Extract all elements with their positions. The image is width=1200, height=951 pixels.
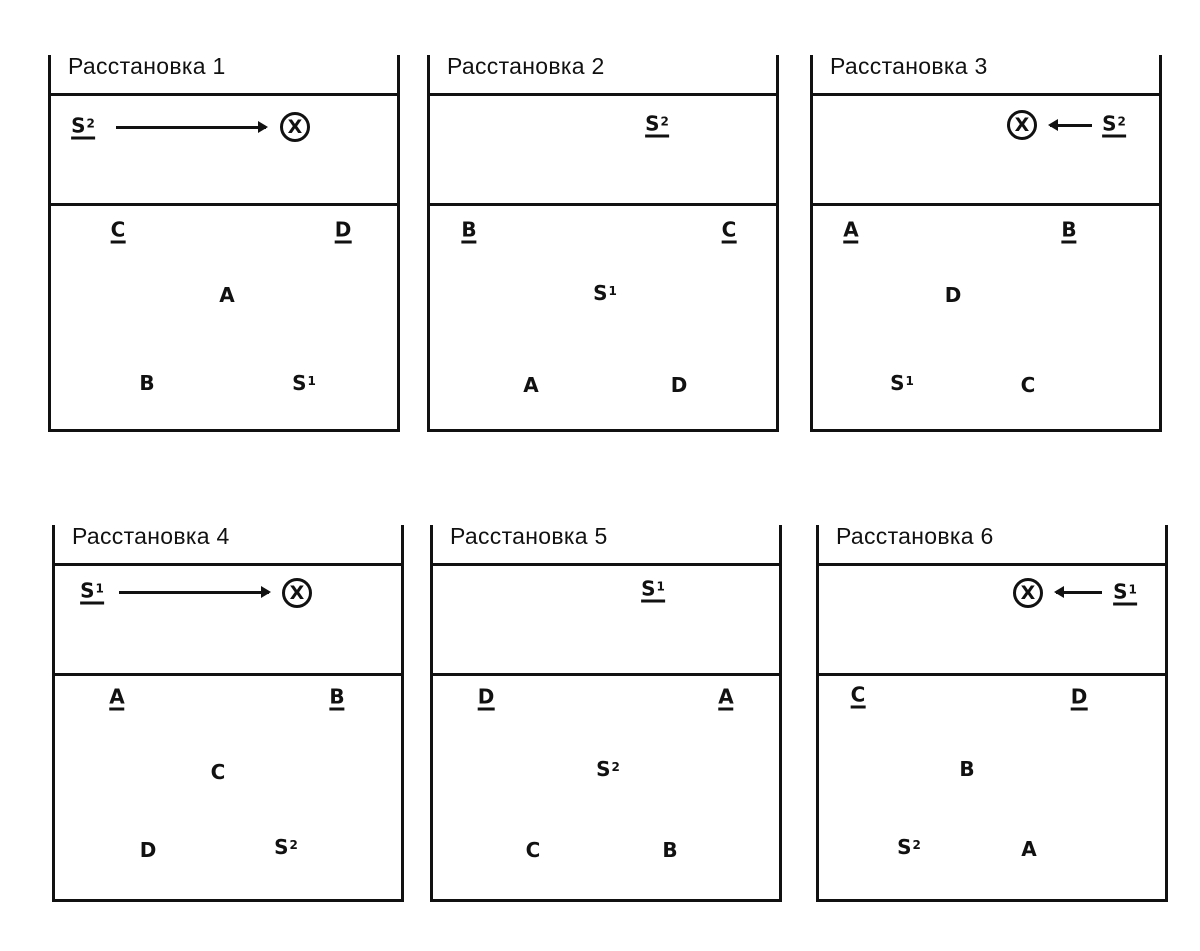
net-line	[810, 93, 1162, 96]
target-x-icon: X	[280, 112, 310, 142]
player-marker: C	[721, 217, 737, 244]
diagram-4: Расстановка 4 S1 X A B C D S2	[52, 523, 404, 905]
player-marker: D	[139, 838, 157, 862]
player-marker: A	[219, 283, 235, 307]
net-line	[816, 563, 1168, 566]
player-marker: D	[334, 217, 352, 244]
diagram-title: Расстановка 5	[450, 523, 608, 549]
player-marker: B	[461, 217, 477, 244]
court-left-line	[430, 525, 433, 901]
court-right-line	[1159, 55, 1162, 431]
diagram-6: Расстановка 6 X S1 C D B S2 A	[816, 523, 1168, 905]
player-marker: C	[210, 760, 226, 784]
diagram-title: Расстановка 3	[830, 53, 988, 79]
arrow-left-icon	[1048, 119, 1092, 131]
net-line	[427, 93, 779, 96]
player-marker: S1	[890, 371, 914, 395]
court-left-line	[48, 55, 51, 431]
court-right-line	[776, 55, 779, 431]
player-marker: S1	[292, 371, 316, 395]
player-marker: A	[109, 684, 125, 711]
diagram-2: Расстановка 2 S2 B C S1 A D	[427, 53, 779, 435]
end-line	[427, 429, 779, 432]
target-x-icon: X	[282, 578, 312, 608]
attack-line	[430, 673, 782, 676]
player-marker: B	[329, 684, 345, 711]
player-marker: B	[662, 838, 678, 862]
player-marker: A	[523, 373, 539, 397]
end-line	[816, 899, 1168, 902]
player-marker: A	[1021, 837, 1037, 861]
arrow-right-icon	[119, 586, 271, 598]
player-marker: B	[959, 757, 975, 781]
court-right-line	[397, 55, 400, 431]
player-marker: D	[477, 684, 495, 711]
attack-line	[427, 203, 779, 206]
player-marker: B	[1061, 217, 1077, 244]
net-line	[430, 563, 782, 566]
attack-line	[810, 203, 1162, 206]
court-left-line	[810, 55, 813, 431]
player-marker: C	[1020, 373, 1036, 397]
server-marker: S1	[80, 578, 104, 605]
arrow-right-icon	[116, 121, 268, 133]
server-marker: S2	[71, 113, 95, 140]
end-line	[430, 899, 782, 902]
player-marker: S1	[593, 281, 617, 305]
end-line	[48, 429, 400, 432]
server-marker: S2	[645, 111, 669, 138]
court-right-line	[1165, 525, 1168, 901]
server-marker: S2	[1102, 111, 1126, 138]
court-right-line	[779, 525, 782, 901]
player-marker: A	[718, 684, 734, 711]
court-left-line	[52, 525, 55, 901]
net-line	[48, 93, 400, 96]
court-left-line	[816, 525, 819, 901]
court-left-line	[427, 55, 430, 431]
attack-line	[52, 673, 404, 676]
target-x-icon: X	[1013, 578, 1043, 608]
player-marker: S2	[596, 757, 620, 781]
diagram-3: Расстановка 3 X S2 A B D S1 C	[810, 53, 1162, 435]
player-marker: C	[525, 838, 541, 862]
player-marker: C	[110, 217, 126, 244]
player-marker: A	[843, 217, 859, 244]
server-marker: S1	[641, 576, 665, 603]
player-marker: C	[850, 682, 866, 709]
diagram-5: Расстановка 5 S1 D A S2 C B	[430, 523, 782, 905]
player-marker: S2	[897, 835, 921, 859]
target-x-icon: X	[1007, 110, 1037, 140]
server-marker: S1	[1113, 579, 1137, 606]
player-marker: S2	[274, 835, 298, 859]
diagram-title: Расстановка 2	[447, 53, 605, 79]
court-right-line	[401, 525, 404, 901]
diagram-title: Расстановка 6	[836, 523, 994, 549]
net-line	[52, 563, 404, 566]
arrow-left-icon	[1054, 586, 1102, 598]
player-marker: D	[670, 373, 688, 397]
player-marker: D	[1070, 684, 1088, 711]
player-marker: D	[944, 283, 962, 307]
diagram-title: Расстановка 4	[72, 523, 230, 549]
attack-line	[816, 673, 1168, 676]
player-marker: B	[139, 371, 155, 395]
diagram-title: Расстановка 1	[68, 53, 226, 79]
end-line	[52, 899, 404, 902]
attack-line	[48, 203, 400, 206]
end-line	[810, 429, 1162, 432]
diagram-1: Расстановка 1 S2 X C D A B S1	[48, 53, 400, 435]
